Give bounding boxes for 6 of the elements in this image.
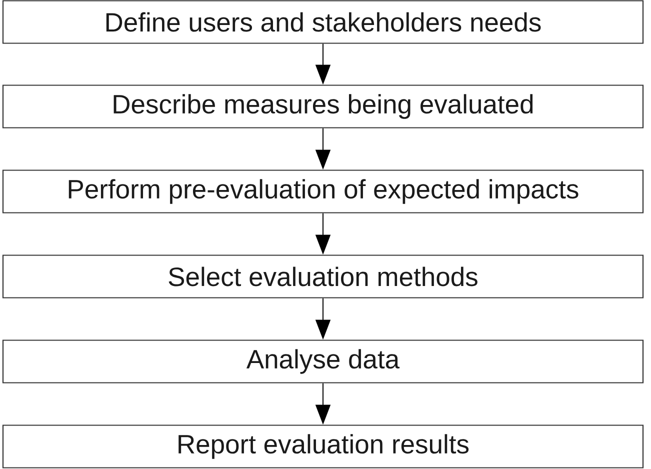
process-box: Define users and stakeholders needs (2, 0, 644, 44)
process-box: Describe measures being evaluated (2, 84, 644, 128)
process-box: Select evaluation methods (2, 254, 644, 298)
process-box: Analyse data (2, 340, 644, 384)
process-box: Perform pre-evaluation of expected impacts (2, 170, 644, 214)
process-box: Report evaluation results (2, 424, 644, 468)
